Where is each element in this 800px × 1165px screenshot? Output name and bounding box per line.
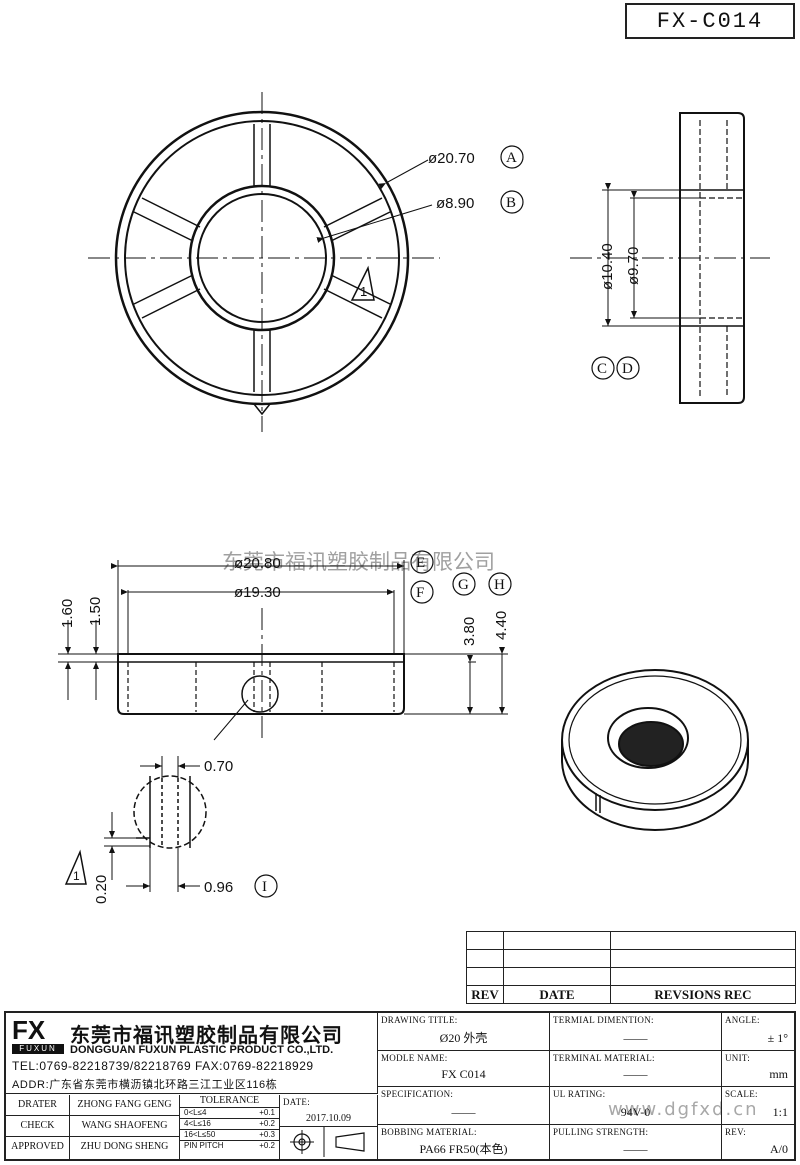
detail-view <box>64 756 207 892</box>
approval-name: ZHONG FANG GENG <box>77 1099 172 1110</box>
rev-header: REV <box>466 985 504 1004</box>
field-label: DRAWING TITLE: <box>381 1015 458 1025</box>
company-logo: FX <box>12 1015 46 1045</box>
title-block: FX FUXUN 东莞市福讯塑胶制品有限公司 DONGGUAN FUXUN PL… <box>4 1011 796 1161</box>
tolerance-row: PIN PITCH+0.2 <box>184 1141 275 1150</box>
bobbin-material: PA66 FR50(本色) <box>419 1142 508 1156</box>
field-label: BOBBING MATERIAL: <box>381 1127 477 1137</box>
note-mark-top: 1 <box>360 284 367 299</box>
tolerance-row: 0<L≤4+0.1 <box>184 1108 275 1117</box>
watermark-url: www.dgfxd.cn <box>608 1099 759 1120</box>
ref-i: I <box>262 879 267 895</box>
field-label: TERMINAL MATERIAL: <box>553 1053 655 1063</box>
drawing-number: FX-C014 <box>625 3 795 39</box>
dim-detail-depth: 0.20 <box>93 875 110 904</box>
approval-role: APPROVED <box>11 1141 64 1152</box>
isometric-view <box>561 669 749 831</box>
field-label: REV: <box>725 1127 747 1137</box>
top-view <box>88 92 440 432</box>
ref-circle-a <box>500 145 524 169</box>
ref-a: A <box>506 150 517 166</box>
company-logo-sub: FUXUN <box>12 1044 64 1054</box>
field-label: UNIT: <box>725 1053 751 1063</box>
front-view <box>58 560 508 742</box>
ref-e: E <box>416 555 425 571</box>
approval-role: CHECK <box>20 1120 55 1131</box>
field-label: MODLE NAME: <box>381 1053 448 1063</box>
dim-inner-front: ø19.30 <box>234 584 281 601</box>
dim-h1: 1.60 <box>59 599 76 628</box>
watermark-company: 东莞市福讯塑胶制品有限公司 <box>222 550 495 574</box>
unit-value: mm <box>769 1067 788 1081</box>
company-name-en: DONGGUAN FUXUN PLASTIC PRODUCT CO.,LTD. <box>70 1044 334 1056</box>
company-tel: TEL:0769-82218739/82218769 FAX:0769-8221… <box>12 1059 314 1073</box>
revision-table: REV DATE REVSIONS REC <box>466 931 796 1004</box>
dim-overall-dia: ø20.80 <box>234 555 281 572</box>
dim-outer-dia: ø20.70 <box>428 150 475 167</box>
tolerance-row: 16<L≤50+0.3 <box>184 1130 275 1139</box>
dim-h2: 1.50 <box>87 597 104 626</box>
rev-value: A/0 <box>770 1142 788 1156</box>
date-label: DATE: <box>283 1097 310 1107</box>
approval-role: DRATER <box>18 1099 57 1110</box>
dim-h4: 4.40 <box>493 611 510 640</box>
dim-h3: 3.80 <box>461 617 478 646</box>
ref-b: B <box>506 195 516 211</box>
drawing-title: Ø20 外壳 <box>439 1031 488 1045</box>
approvals-area: DRATER ZHONG FANG GENG CHECK WANG SHAOFE… <box>6 1095 378 1159</box>
side-view <box>570 112 770 404</box>
company-area: FX FUXUN 东莞市福讯塑胶制品有限公司 DONGGUAN FUXUN PL… <box>6 1013 378 1094</box>
pulling-strength: —— <box>623 1142 648 1156</box>
dim-side-outer: ø10.40 <box>599 243 616 290</box>
ref-c: C <box>597 361 607 377</box>
model-name: FX C014 <box>441 1067 486 1081</box>
ref-h: H <box>494 577 505 593</box>
field-label: PULLING STRENGTH: <box>553 1127 649 1137</box>
ref-f: F <box>416 585 424 601</box>
note-mark-detail: 1 <box>73 869 80 883</box>
field-label: UL RATING: <box>553 1089 606 1099</box>
date-header: DATE <box>503 985 611 1004</box>
company-name-cn: 东莞市福讯塑胶制品有限公司 <box>70 1025 343 1047</box>
ul-rating: 94V-0 <box>620 1105 651 1119</box>
dim-slot-width: 0.70 <box>204 758 233 775</box>
field-label: TERMIAL DIMENTION: <box>553 1015 654 1025</box>
dim-detail-width: 0.96 <box>204 879 233 896</box>
scale-value: 1:1 <box>772 1105 788 1119</box>
company-address: ADDR:广东省东莞市横沥镇北环路三江工业区116栋 <box>12 1079 278 1091</box>
ref-d: D <box>622 361 633 377</box>
approval-name: WANG SHAOFENG <box>81 1120 168 1131</box>
approval-name: ZHU DONG SHENG <box>80 1141 169 1152</box>
date-value: 2017.10.09 <box>306 1113 351 1124</box>
dim-side-inner: ø9.70 <box>625 247 642 285</box>
field-label: SPECIFICATION: <box>381 1089 454 1099</box>
specification: —— <box>451 1105 476 1119</box>
angle-value: ± 1° <box>767 1031 788 1045</box>
ref-circle-b <box>500 190 524 214</box>
terminal-material: —— <box>623 1067 648 1081</box>
projection-symbol <box>280 1127 378 1159</box>
revisions-header: REVSIONS REC <box>610 985 796 1004</box>
tolerance-title: TOLERANCE <box>199 1095 260 1106</box>
terminal-dimension: —— <box>623 1031 648 1045</box>
ref-g: G <box>458 577 469 593</box>
tolerance-row: 4<L≤16+0.2 <box>184 1119 275 1128</box>
field-label: ANGLE: <box>725 1015 760 1025</box>
projection-icon <box>290 1127 365 1157</box>
dim-inner-dia: ø8.90 <box>436 195 474 212</box>
field-label: SCALE: <box>725 1089 758 1099</box>
